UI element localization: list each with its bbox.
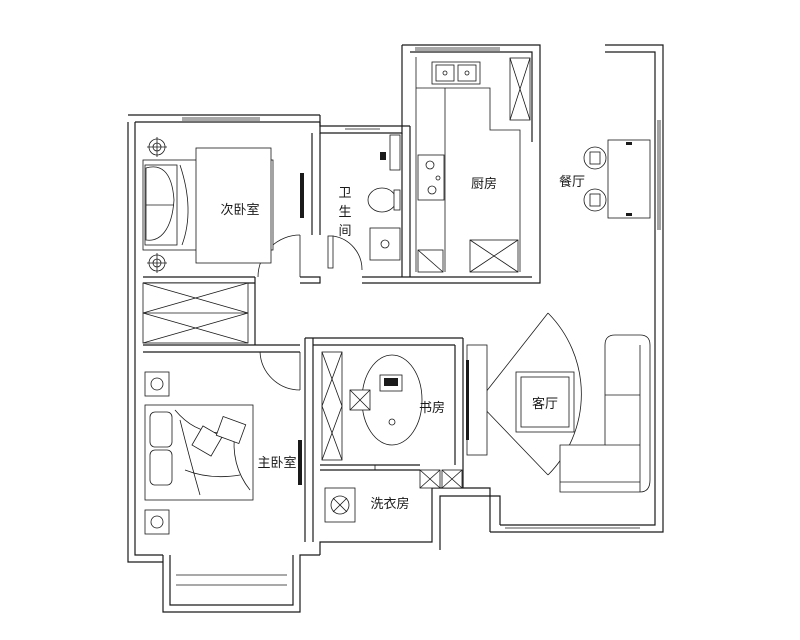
lamp-icon bbox=[147, 137, 167, 157]
room-label-living-room: 客厅 bbox=[532, 396, 558, 412]
chair-icon bbox=[349, 389, 371, 411]
study: 书房 bbox=[321, 344, 488, 461]
room-label-bathroom-3: 间 bbox=[338, 224, 351, 239]
room-label-bathroom-2: 生 bbox=[338, 205, 351, 220]
sink-icon bbox=[431, 61, 481, 85]
master-bedroom: 主卧室 bbox=[144, 371, 302, 535]
bathroom: 卫 生 间 bbox=[338, 134, 401, 261]
living-room: 客厅 bbox=[515, 334, 651, 493]
sink-icon bbox=[369, 227, 401, 261]
room-label-second-bedroom: 次卧室 bbox=[220, 202, 259, 218]
chair-icon bbox=[583, 188, 607, 212]
room-label-study: 书房 bbox=[419, 400, 445, 416]
chair-icon bbox=[583, 146, 607, 170]
computer-icon bbox=[379, 374, 403, 392]
desk bbox=[361, 354, 423, 446]
kitchen: 厨房 bbox=[415, 57, 531, 273]
laundry: 洗衣房 bbox=[324, 469, 463, 523]
room-label-dining: 餐厅 bbox=[559, 174, 585, 190]
tv-icon bbox=[300, 173, 304, 218]
wardrobe bbox=[142, 282, 249, 344]
room-label-kitchen: 厨房 bbox=[471, 176, 497, 192]
lamp-icon bbox=[144, 371, 170, 397]
dining: 餐厅 bbox=[559, 139, 651, 219]
stove-icon bbox=[417, 154, 445, 201]
outer-walls bbox=[127, 44, 664, 613]
room-label-master-bedroom: 主卧室 bbox=[257, 455, 296, 471]
fridge-icon bbox=[509, 57, 531, 121]
tv-icon bbox=[298, 440, 302, 485]
lamp-icon bbox=[147, 253, 167, 273]
second-bedroom: 次卧室 bbox=[142, 137, 304, 273]
dining-table bbox=[607, 139, 651, 219]
room-label-laundry: 洗衣房 bbox=[370, 496, 409, 512]
interior-walls bbox=[143, 126, 541, 542]
room-label-bathroom-1: 卫 bbox=[338, 186, 351, 201]
washing-machine-icon bbox=[324, 487, 356, 523]
lamp-icon bbox=[144, 509, 170, 535]
toilet-icon bbox=[367, 187, 401, 213]
sofa bbox=[559, 334, 651, 493]
